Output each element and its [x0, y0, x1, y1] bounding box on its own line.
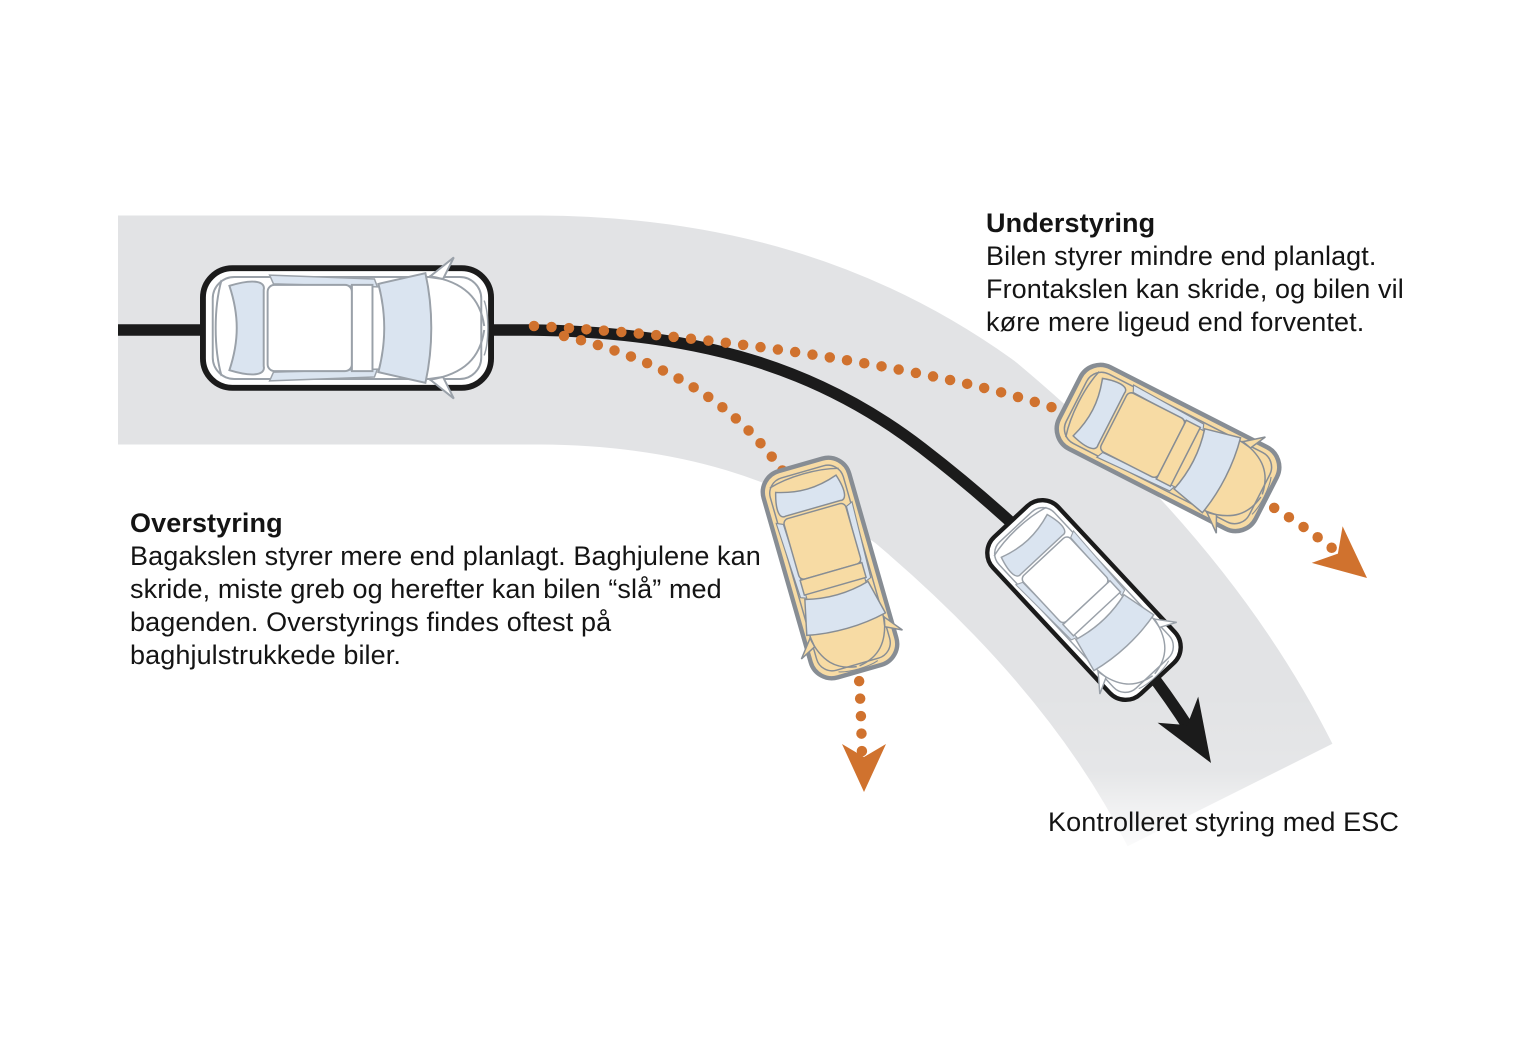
- oversteer-line: skride, miste greb og herefter kan bilen…: [130, 574, 722, 604]
- esc-path-arrowhead: [1157, 696, 1211, 763]
- understeer-arrowhead: [1311, 526, 1367, 578]
- oversteer-line: baghjulstrukkede biler.: [130, 640, 401, 670]
- understeer-line: Bilen styrer mindre end planlagt.: [986, 241, 1377, 271]
- understeer-textblock: Understyring Bilen styrer mindre end pla…: [986, 207, 1404, 339]
- esc-caption: Kontrolleret styring med ESC: [1048, 807, 1399, 837]
- understeer-title: Understyring: [986, 208, 1156, 238]
- road-end-fade: [1000, 690, 1450, 875]
- understeer-line: køre mere ligeud end forventet.: [986, 307, 1365, 337]
- oversteer-line: Bagakslen styrer mere end planlagt. Bagh…: [130, 541, 761, 571]
- oversteer-textblock: Overstyring Bagakslen styrer mere end pl…: [130, 507, 761, 672]
- understeer-line: Frontakslen kan skride, og bilen vil: [986, 274, 1404, 304]
- car-planned: [202, 257, 492, 399]
- oversteer-line: bagenden. Overstyrings findes oftest på: [130, 607, 612, 637]
- oversteer-arrowhead: [842, 744, 886, 792]
- oversteer-title: Overstyring: [130, 508, 283, 538]
